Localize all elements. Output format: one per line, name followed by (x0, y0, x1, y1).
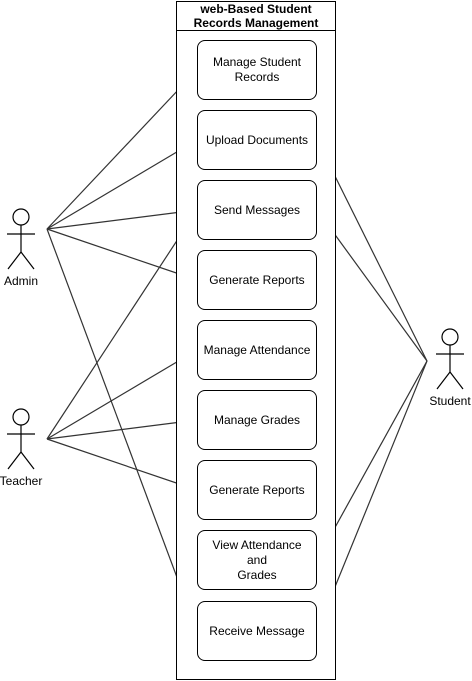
actor-label-student: Student (429, 394, 471, 408)
usecase-upload-documents[interactable]: Upload Documents (197, 110, 317, 170)
usecase-manage-attendance[interactable]: Manage Attendance (197, 320, 317, 380)
association-teacher-manage-grades (46, 416, 198, 440)
stick-figure-icon (7, 408, 35, 470)
usecase-receive-message[interactable]: Receive Message (197, 601, 317, 661)
actor-label-admin: Admin (3, 274, 38, 288)
association-admin-generate-reports-1 (46, 228, 198, 282)
association-teacher-generate-reports-2 (46, 438, 198, 492)
usecase-send-messages[interactable]: Send Messages (197, 180, 317, 240)
usecase-manage-student-records[interactable]: Manage Student Records (197, 40, 317, 100)
usecase-view-attendance-grades[interactable]: View Attendance and Grades (197, 530, 317, 590)
association-teacher-manage-attendance (46, 349, 198, 440)
actor-admin[interactable]: Admin (0, 208, 51, 288)
stick-figure-icon (436, 328, 464, 390)
association-teacher-send-messages (46, 209, 198, 440)
association-admin-upload-documents (46, 139, 198, 230)
actor-student[interactable]: Student (420, 328, 472, 408)
usecase-generate-reports-1[interactable]: Generate Reports (197, 250, 317, 310)
actor-label-teacher: Teacher (0, 474, 43, 488)
system-title: web-Based Student Records Management (177, 2, 335, 31)
association-admin-manage-student-records (46, 69, 198, 230)
stick-figure-icon (7, 208, 35, 270)
actor-teacher[interactable]: Teacher (0, 408, 51, 488)
usecase-generate-reports-2[interactable]: Generate Reports (197, 460, 317, 520)
association-admin-send-messages (46, 206, 198, 230)
usecase-manage-grades[interactable]: Manage Grades (197, 390, 317, 450)
